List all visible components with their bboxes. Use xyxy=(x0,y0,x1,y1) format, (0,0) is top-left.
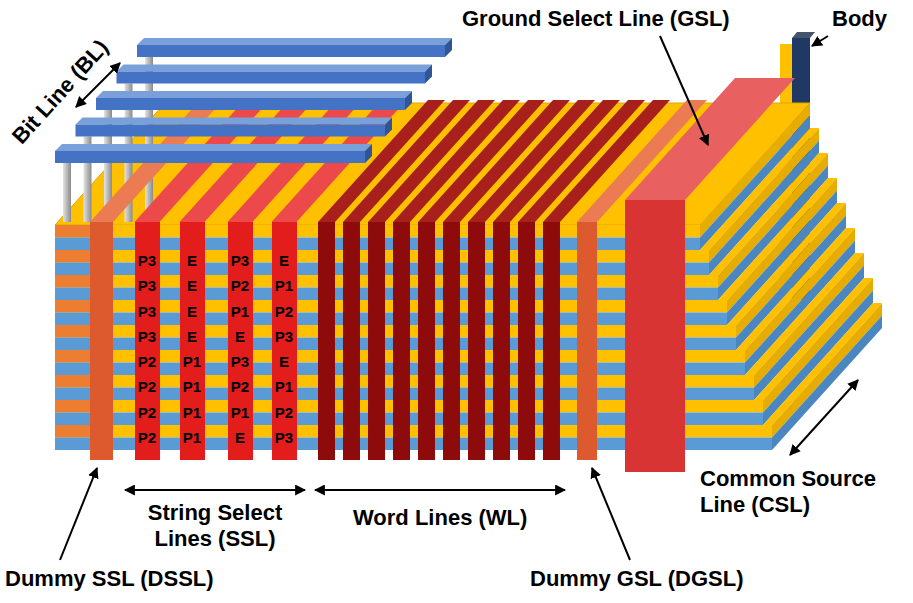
stack-layer-front xyxy=(55,325,90,338)
callout-label: Common Source Line (CSL) xyxy=(700,466,905,518)
dgsl-leader xyxy=(592,468,630,560)
bitline-bar xyxy=(96,98,405,110)
program-state-label: P2 xyxy=(231,374,249,399)
bitline-top xyxy=(96,91,412,98)
stack-layer-front xyxy=(55,300,90,313)
gsl-leader xyxy=(660,36,708,145)
stair-side-layer xyxy=(772,316,882,451)
program-state-label: P3 xyxy=(275,324,293,349)
gsl-gate-top xyxy=(625,78,795,200)
program-state-label: P1 xyxy=(183,425,201,450)
word-line-gate xyxy=(343,222,360,460)
callout-label: Body xyxy=(832,6,887,32)
program-state-label: P1 xyxy=(231,299,249,324)
bitline-end xyxy=(405,91,412,110)
bitline-bar xyxy=(137,45,445,57)
bitline-layer xyxy=(55,38,452,163)
bitline-end xyxy=(445,38,452,57)
callout-label: Ground Select Line (GSL) xyxy=(462,6,730,32)
program-state-label: P3 xyxy=(231,349,249,374)
bitline-end xyxy=(365,144,372,163)
stair-side-layer xyxy=(772,303,882,438)
program-state-label: P3 xyxy=(231,248,249,273)
word-line-gate xyxy=(443,222,460,460)
bitline-top xyxy=(137,38,452,45)
program-state-label: E xyxy=(187,273,197,298)
word-line-gate xyxy=(493,222,510,460)
program-state-label: P3 xyxy=(138,248,156,273)
csl-direction-arrow xyxy=(790,380,858,455)
program-state-label: P1 xyxy=(231,400,249,425)
program-state-label: P1 xyxy=(183,400,201,425)
dummy-ssl-gate xyxy=(90,222,113,460)
program-state-label: P1 xyxy=(275,273,293,298)
bitline-contact xyxy=(63,163,71,222)
program-state-label: E xyxy=(235,324,245,349)
program-state-label: E xyxy=(279,349,289,374)
program-state-label: P2 xyxy=(231,273,249,298)
program-state-label: P1 xyxy=(183,349,201,374)
program-state-label: P3 xyxy=(138,324,156,349)
stack-layer-front xyxy=(55,275,90,288)
program-state-label: P1 xyxy=(183,374,201,399)
program-state-label: P3 xyxy=(138,273,156,298)
bitline-end xyxy=(425,65,432,84)
gsl-layer xyxy=(625,78,795,472)
program-state-label: P3 xyxy=(275,425,293,450)
gsl-gate xyxy=(625,200,685,472)
stack-layer-front xyxy=(55,375,90,388)
ssl-gate-bar: EP1P2P3EP1P2P3 xyxy=(272,222,297,460)
callout-label: Dummy SSL (DSSL) xyxy=(5,566,214,592)
bitline-bar xyxy=(117,72,426,84)
program-state-label: P3 xyxy=(138,299,156,324)
program-state-label: E xyxy=(279,248,289,273)
word-line-gate xyxy=(418,222,435,460)
stack-layer-front xyxy=(55,350,90,363)
program-state-label: P2 xyxy=(138,349,156,374)
program-state-label: P2 xyxy=(138,425,156,450)
callout-label: Dummy GSL (DGSL) xyxy=(530,566,744,592)
stack-layer-front xyxy=(55,250,90,263)
program-state-label: P2 xyxy=(275,400,293,425)
word-line-gate xyxy=(318,222,335,460)
stack-layer-front xyxy=(55,425,90,438)
wl-span-arrow xyxy=(315,489,565,491)
bitline-top xyxy=(117,65,433,72)
stack-layer-front xyxy=(55,225,90,238)
ssl-gate-bar: P3P2P1EP3P2P1E xyxy=(228,222,253,460)
body-top xyxy=(792,32,815,38)
bitline-bar xyxy=(55,151,365,163)
dummy-gsl-gate xyxy=(577,222,597,460)
callout-label: String Select Lines (SSL) xyxy=(125,500,305,552)
stair-step-top xyxy=(763,303,882,425)
program-state-label: P2 xyxy=(138,400,156,425)
bitline-top xyxy=(76,118,393,125)
stair-side-layer xyxy=(763,291,873,426)
word-line-gate xyxy=(518,222,535,460)
ssl-span-arrow xyxy=(125,489,305,491)
callout-label: Word Lines (WL) xyxy=(353,505,527,531)
word-line-gate xyxy=(393,222,410,460)
ssl-gate-bar: P3P3P3P3P2P2P2P2 xyxy=(135,222,160,460)
body-leader xyxy=(812,36,828,46)
ssl-gate-bar: EEEEP1P1P1P1 xyxy=(180,222,205,460)
word-line-gate xyxy=(543,222,560,460)
program-state-label: P1 xyxy=(275,374,293,399)
program-state-label: E xyxy=(187,324,197,349)
bitline-end xyxy=(385,118,392,137)
bitline-top xyxy=(55,144,372,151)
dssl-leader xyxy=(60,468,97,560)
program-state-label: P2 xyxy=(275,299,293,324)
word-line-gate xyxy=(468,222,485,460)
program-state-label: E xyxy=(235,425,245,450)
stack-layer-front xyxy=(55,400,90,413)
program-state-label: E xyxy=(187,248,197,273)
program-state-label: P2 xyxy=(138,374,156,399)
program-state-label: E xyxy=(187,299,197,324)
bitline-bar xyxy=(76,125,386,137)
word-line-gate xyxy=(368,222,385,460)
